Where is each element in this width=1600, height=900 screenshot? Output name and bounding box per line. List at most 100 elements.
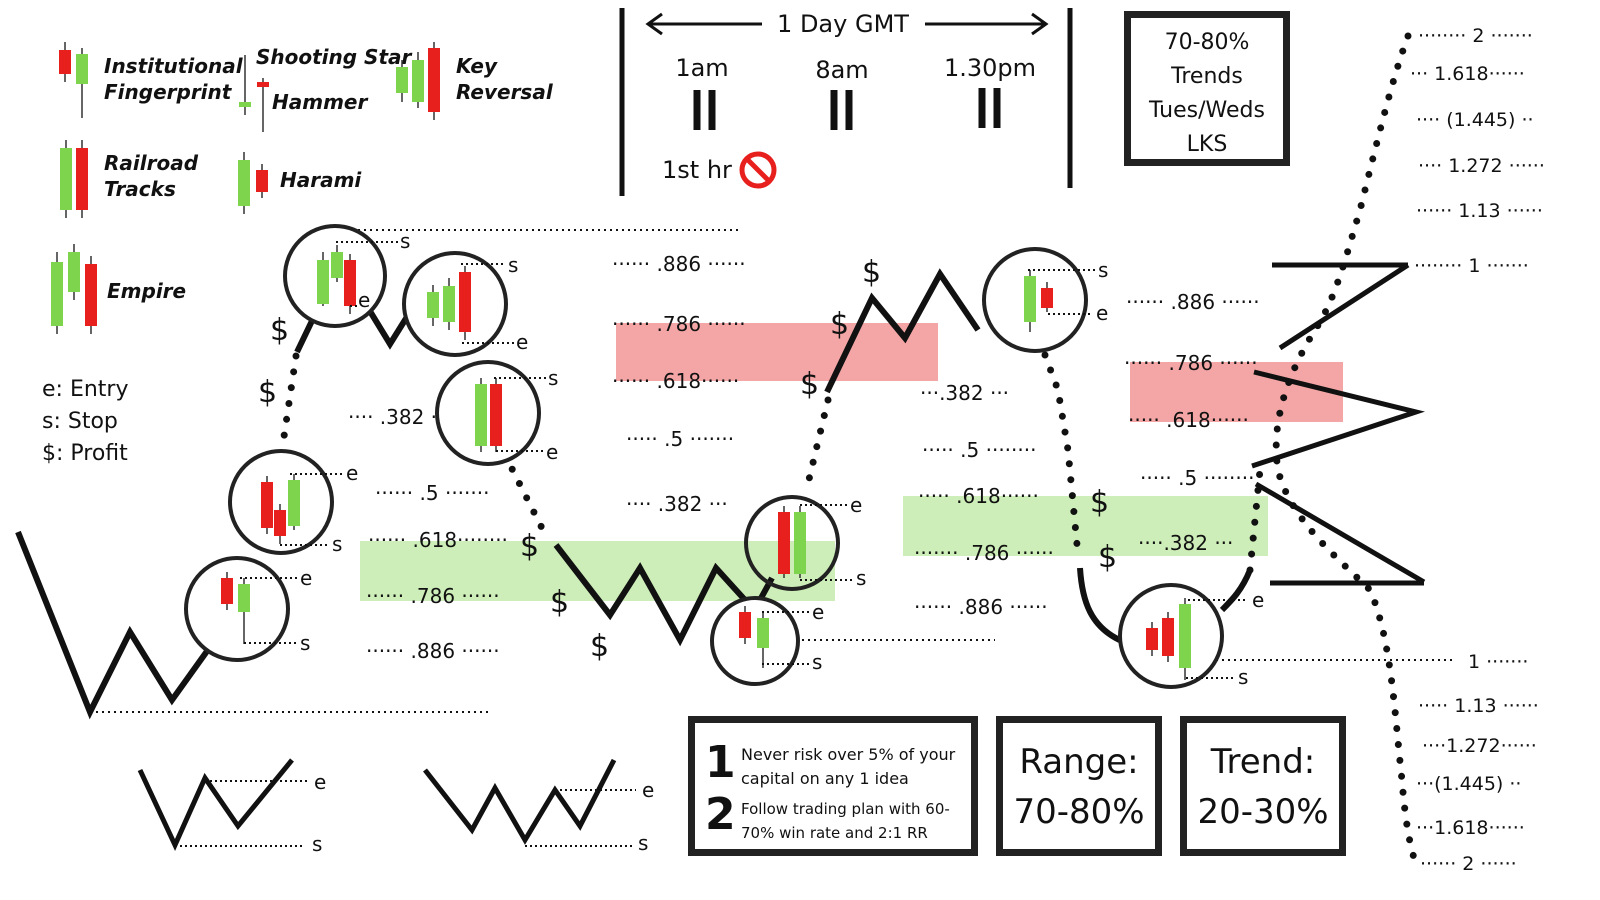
setup-circle bbox=[283, 224, 387, 328]
svg-text:s: s bbox=[856, 566, 866, 590]
svg-text:s: s bbox=[1098, 258, 1108, 282]
svg-text:······ 1.13 ······: ······ 1.13 ······ bbox=[1416, 200, 1543, 222]
setup-circle bbox=[982, 247, 1088, 353]
pattern-key-reversal: Key Reversal bbox=[396, 42, 554, 120]
pattern-railroad-tracks: Railroad Tracks bbox=[60, 140, 199, 218]
setup-circle bbox=[184, 556, 290, 662]
reference-lines bbox=[90, 229, 1455, 713]
range-label: Range: bbox=[1019, 742, 1139, 782]
session-time-8am: 8am bbox=[815, 56, 868, 84]
svg-text:$: $ bbox=[800, 367, 819, 402]
svg-text:····· .618······: ····· .618······ bbox=[918, 484, 1039, 508]
red-zone bbox=[616, 323, 938, 381]
svg-text:····· .618······: ····· .618······ bbox=[1128, 408, 1249, 432]
setup-circle bbox=[402, 251, 508, 357]
svg-text:e: e bbox=[358, 288, 370, 312]
svg-text:···· .382 ···: ···· .382 ··· bbox=[626, 492, 728, 516]
svg-text:s: s bbox=[548, 366, 558, 390]
svg-text:e: e bbox=[346, 461, 358, 485]
rule-text: Never risk over 5% of your capital on an… bbox=[741, 743, 955, 791]
svg-text:e: e bbox=[546, 440, 558, 464]
trend-value: 20-30% bbox=[1197, 792, 1329, 832]
pattern-institutional-fingerprint: Institutional Fingerprint bbox=[59, 42, 244, 118]
rule-text-line: Never risk over 5% of your bbox=[741, 745, 956, 764]
svg-text:s: s bbox=[1238, 665, 1248, 689]
range-box: Range: 70-80% bbox=[996, 716, 1162, 856]
svg-text:······ .886 ······: ······ .886 ······ bbox=[612, 252, 746, 276]
svg-text:······ .618········: ······ .618········ bbox=[368, 528, 508, 552]
svg-text:···· (1.445) ··: ···· (1.445) ·· bbox=[1416, 109, 1534, 131]
svg-text:e: e bbox=[1096, 301, 1108, 325]
pattern-label: Reversal bbox=[456, 80, 554, 104]
pattern-label: Institutional bbox=[104, 54, 244, 78]
svg-text:··· 1.618······: ··· 1.618······ bbox=[1410, 63, 1525, 85]
setup-circle bbox=[1118, 583, 1224, 689]
svg-text:s: s bbox=[312, 832, 322, 856]
svg-text:······ .886 ······: ······ .886 ······ bbox=[1126, 290, 1260, 314]
pause-icon bbox=[693, 88, 1001, 130]
svg-text:e: e bbox=[812, 600, 824, 624]
svg-text:········ 1 ·······: ········ 1 ······· bbox=[1414, 255, 1529, 277]
svg-text:···· .382 ···: ···· .382 ··· bbox=[348, 405, 450, 429]
svg-text:$: $ bbox=[830, 307, 849, 342]
entry-stop-leaders bbox=[240, 241, 1248, 679]
svg-text:······ .786 ······: ······ .786 ······ bbox=[1124, 351, 1258, 375]
session-time-130pm: 1.30pm bbox=[944, 54, 1036, 82]
extension-levels-lower: 1 ······· ····· 1.13 ······ ····1.272···… bbox=[1416, 651, 1539, 875]
trend-label: Trend: bbox=[1210, 742, 1316, 782]
svg-text:$: $ bbox=[550, 585, 569, 620]
svg-text:······ .786 ······: ······ .786 ······ bbox=[612, 312, 746, 336]
pattern-label: Tracks bbox=[104, 177, 176, 201]
triple-bottom-example: e s bbox=[423, 758, 654, 855]
svg-text:$: $ bbox=[1098, 540, 1117, 575]
double-bottom-example: e s bbox=[137, 758, 326, 856]
svg-text:······· .786 ······: ······· .786 ······ bbox=[914, 541, 1054, 565]
setup-circle bbox=[435, 360, 541, 466]
svg-text:s: s bbox=[638, 831, 648, 855]
svg-text:s: s bbox=[400, 229, 410, 253]
rule-text-line: 70% win rate and 2:1 RR bbox=[741, 824, 928, 842]
svg-text:···(1.445) ··: ···(1.445) ·· bbox=[1416, 773, 1521, 795]
red-zone bbox=[1130, 362, 1343, 422]
legend-profit: $: Profit bbox=[42, 441, 128, 466]
pattern-label: Key bbox=[456, 54, 498, 78]
session-title: 1 Day GMT bbox=[777, 10, 909, 38]
entry-stop-labels: s e s e s e e s e s e s e s s e e s bbox=[300, 229, 1264, 689]
rule-text: Follow trading plan with 60- 70% win rat… bbox=[741, 797, 950, 845]
svg-text:····1.272······: ····1.272······ bbox=[1422, 735, 1537, 757]
svg-text:······ .886 ······: ······ .886 ······ bbox=[914, 595, 1048, 619]
green-zone bbox=[903, 496, 1268, 556]
trends-line: Trends bbox=[1171, 64, 1243, 89]
svg-text:···.382 ···: ···.382 ··· bbox=[920, 381, 1009, 405]
svg-text:e: e bbox=[300, 566, 312, 590]
svg-text:1 ·······: 1 ······· bbox=[1468, 651, 1528, 673]
svg-text:····· 1.13 ······: ····· 1.13 ······ bbox=[1418, 695, 1539, 717]
legend-stop: s: Stop bbox=[42, 409, 118, 434]
svg-text:······ 2 ······: ······ 2 ······ bbox=[1420, 853, 1517, 875]
svg-text:s: s bbox=[508, 253, 518, 277]
pattern-shooting-star-hammer: Shooting Star Hammer bbox=[239, 45, 413, 132]
pattern-harami: Harami bbox=[238, 152, 362, 214]
svg-text:······ .886 ······: ······ .886 ······ bbox=[366, 639, 500, 663]
fib-levels-left: ···· .382 ··· ······ .5 ······· ······ .… bbox=[348, 405, 508, 663]
pattern-empire: Empire bbox=[51, 244, 186, 334]
svg-text:e: e bbox=[1252, 588, 1264, 612]
profit-markers: $ $ $ $ $ $ $ $ $ $ bbox=[258, 255, 1117, 664]
svg-text:···· 1.272 ······: ···· 1.272 ······ bbox=[1418, 155, 1545, 177]
svg-text:s: s bbox=[300, 631, 310, 655]
svg-text:······ .786 ······: ······ .786 ······ bbox=[366, 584, 500, 608]
svg-text:e: e bbox=[642, 778, 654, 802]
svg-text:····· .5 ·······: ····· .5 ······· bbox=[626, 427, 734, 451]
fib-levels-middle: ······ .886 ······ ······ .786 ······ ··… bbox=[612, 252, 746, 516]
rule-number: 2 bbox=[705, 789, 736, 840]
svg-text:····.382 ···: ····.382 ··· bbox=[1138, 531, 1233, 555]
svg-text:s: s bbox=[812, 650, 822, 674]
svg-text:e: e bbox=[314, 770, 326, 794]
session-panel: 1 Day GMT 1am 8am 1.30pm 1st hr bbox=[619, 8, 1073, 196]
pattern-label: Fingerprint bbox=[104, 80, 233, 104]
session-time-1am: 1am bbox=[675, 54, 728, 82]
svg-text:s: s bbox=[332, 532, 342, 556]
legend: e: Entry s: Stop $: Profit bbox=[42, 377, 128, 466]
svg-text:······ .5 ·······: ······ .5 ······· bbox=[375, 481, 489, 505]
